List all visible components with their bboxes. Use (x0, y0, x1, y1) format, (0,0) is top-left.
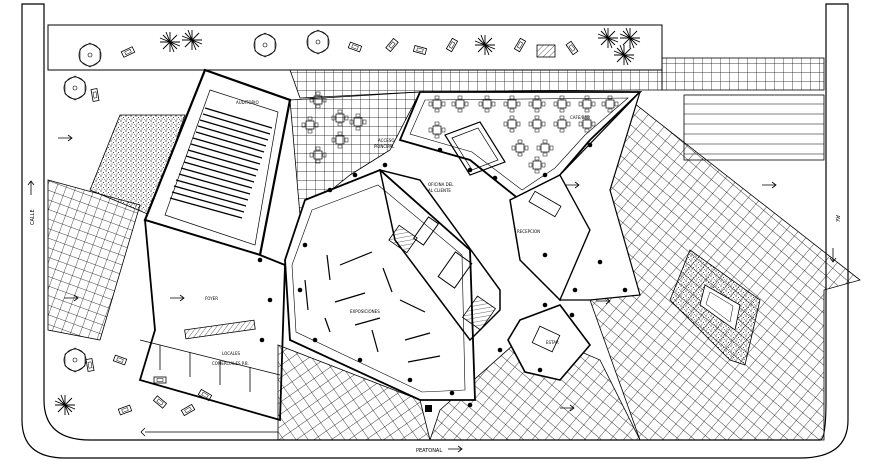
street-label-bottom: PEATONAL (416, 448, 442, 454)
label-comerciales: COMERCIALES P.B. (212, 361, 249, 366)
label-oficina: OFICINA DEL (428, 182, 454, 187)
label-exposiciones: EXPOSICIONES (350, 309, 380, 314)
label-foyer: FOYER (205, 296, 218, 301)
terrace-pavement (289, 91, 421, 216)
exhibitions-hall: EXPOSICIONES (284, 168, 476, 401)
label-auditorio: AUDITORIO (236, 100, 259, 105)
lounge: ESTAR (507, 304, 592, 381)
street-label-right: AV. (834, 215, 840, 223)
top-right-pavement (661, 57, 825, 91)
label-estar: ESTAR (546, 340, 559, 345)
planter (536, 44, 556, 58)
label-acceso: ACCESO (378, 138, 394, 143)
label-cafe-bar: CAFE/BAR (570, 115, 590, 120)
plaza-pavement-left (47, 179, 141, 341)
site-boundary (21, 3, 849, 459)
street-label-left: CALLE (30, 209, 36, 225)
column-icon (257, 142, 628, 412)
plaza-pavement-top (289, 69, 663, 99)
fountain (669, 249, 761, 366)
label-locales: LOCALES (222, 351, 241, 356)
street-arrow-right (829, 248, 837, 263)
sidewalk-line (140, 427, 278, 437)
auditorium: AUDITORIO (143, 68, 292, 257)
street-arrow-left (27, 180, 35, 195)
north-arrow-icon (58, 134, 777, 412)
service-core (379, 168, 501, 342)
street-arrow-bottom (448, 445, 463, 453)
lobby (559, 91, 641, 301)
label-principal: PRINCIPAL (374, 144, 395, 149)
label-recepcion: RECEPCION (517, 229, 540, 234)
foyer: FOYER LOCALES COMERCIALES P.B. (138, 218, 286, 422)
parking-stripes (683, 94, 825, 161)
label-cliente: AL CLIENTE (428, 188, 451, 193)
